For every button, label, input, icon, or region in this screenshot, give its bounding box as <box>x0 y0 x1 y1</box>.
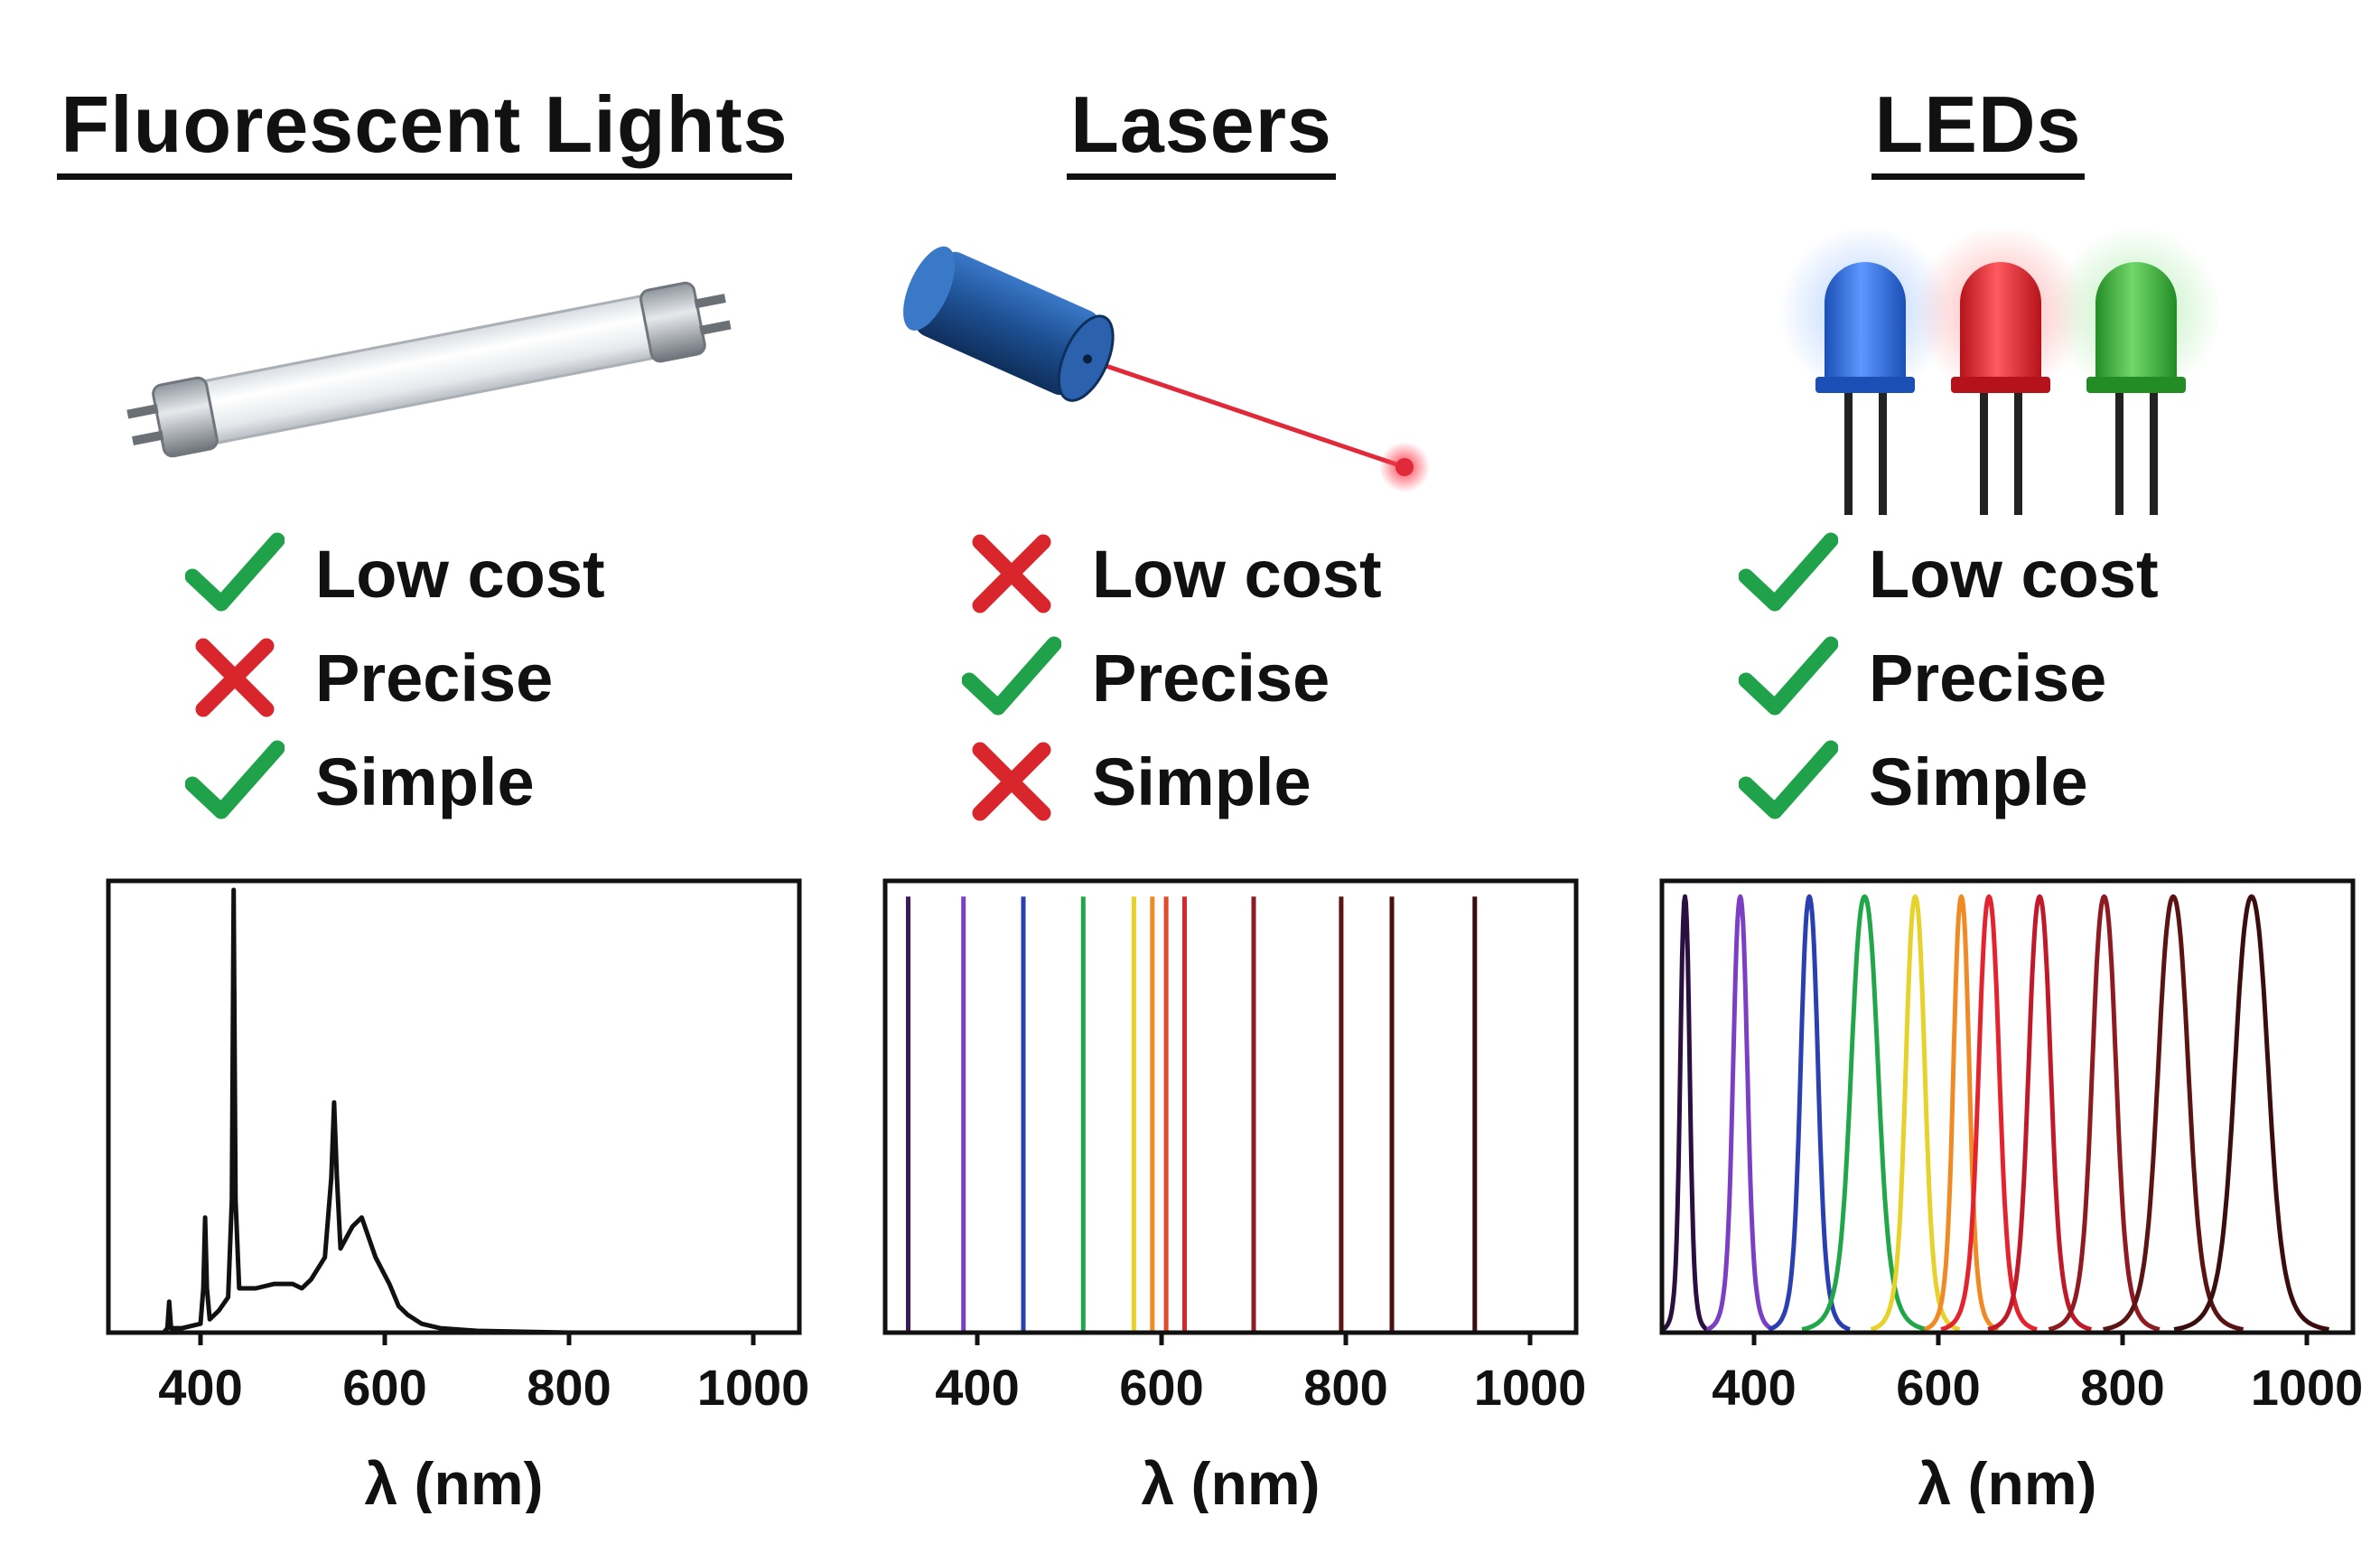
led-peak <box>1800 894 1929 1332</box>
feature-label: Precise <box>315 640 554 716</box>
x-tick-label: 1000 <box>697 1359 810 1416</box>
feature-row-simple: Simple <box>1739 732 2088 831</box>
plot-frame <box>882 878 1579 1335</box>
led-bulbs-illustration <box>1644 221 2312 519</box>
x-tick-label: 1000 <box>1474 1359 1587 1416</box>
feature-label: Simple <box>315 744 535 819</box>
x-tick-label: 800 <box>1303 1359 1387 1416</box>
led-spectrum-chart: 400 600 800 1000 λ (nm) <box>1590 863 2366 1513</box>
feature-row-low-cost: Low cost <box>962 524 1382 623</box>
x-tick-label: 400 <box>158 1359 242 1416</box>
blue-led <box>1779 226 1951 515</box>
led-peak <box>1767 894 1852 1332</box>
column-leds: LEDs <box>1590 0 2366 1563</box>
laser-spectrum-chart: 400 600 800 1000 λ (nm) <box>813 863 1590 1513</box>
cross-icon <box>962 732 1061 831</box>
laser-pointer-illustration <box>867 221 1535 519</box>
feature-row-low-cost: Low cost <box>185 524 605 623</box>
feature-row-simple: Simple <box>962 732 1311 831</box>
x-tick-label: 1000 <box>2251 1359 2364 1416</box>
led-peak <box>1661 894 1709 1332</box>
column-lasers: Lasers <box>813 0 1590 1563</box>
feature-label: Low cost <box>1092 536 1382 612</box>
feature-row-precise: Precise <box>185 628 553 727</box>
check-icon <box>185 524 285 623</box>
x-tick-label: 800 <box>527 1359 611 1416</box>
column-title: Lasers <box>813 80 1590 180</box>
check-icon <box>1739 732 1838 831</box>
feature-row-simple: Simple <box>185 732 535 831</box>
x-axis-label: λ (nm) <box>365 1450 544 1513</box>
led-peak <box>2047 894 2161 1332</box>
led-peak <box>1986 894 2093 1332</box>
feature-row-precise: Precise <box>1739 628 2106 727</box>
feature-label: Simple <box>1092 744 1311 819</box>
feature-label: Low cost <box>1869 536 2159 612</box>
laser-pointer-icon <box>903 246 1430 492</box>
x-tick-label: 600 <box>1896 1359 1980 1416</box>
check-icon <box>962 628 1061 727</box>
feature-label: Low cost <box>315 536 605 612</box>
green-led <box>2050 226 2222 515</box>
spectrum-svg: 400 600 800 1000 λ (nm) <box>106 878 810 1513</box>
spectrum-svg: 400 600 800 1000 λ (nm) <box>882 878 1587 1513</box>
led-peak <box>1705 894 1775 1332</box>
plot-frame <box>106 878 802 1335</box>
cross-icon <box>962 524 1061 623</box>
led-peak <box>2102 894 2245 1332</box>
led-peak <box>2172 894 2330 1332</box>
plot-frame <box>1659 878 2356 1335</box>
x-tick-label: 600 <box>1119 1359 1203 1416</box>
x-axis-label: λ (nm) <box>1142 1450 1321 1513</box>
check-icon <box>1739 628 1838 727</box>
check-icon <box>185 732 285 831</box>
x-tick-label: 400 <box>935 1359 1019 1416</box>
feature-label: Precise <box>1869 640 2107 716</box>
led-peak <box>1939 894 2039 1332</box>
column-title: LEDs <box>1590 80 2366 180</box>
check-icon <box>1739 524 1838 623</box>
cross-icon <box>185 628 285 727</box>
x-axis-label: λ (nm) <box>1918 1450 2097 1513</box>
spectrum-line <box>108 887 799 1335</box>
fluorescent-spectrum-chart: 400 600 800 1000 λ (nm) <box>36 863 813 1513</box>
feature-row-precise: Precise <box>962 628 1330 727</box>
column-fluorescent-lights: Fluorescent Lights <box>36 0 813 1563</box>
led-bulbs-icon <box>1779 226 2222 515</box>
x-tick-label: 600 <box>342 1359 426 1416</box>
column-title: Fluorescent Lights <box>36 80 813 180</box>
x-tick-label: 800 <box>2080 1359 2164 1416</box>
led-peak <box>1870 894 1961 1332</box>
x-tick-label: 400 <box>1712 1359 1796 1416</box>
led-peak <box>1923 894 2000 1332</box>
red-led <box>1915 226 2086 515</box>
feature-row-low-cost: Low cost <box>1739 524 2159 623</box>
fluorescent-tube-illustration <box>90 221 759 519</box>
spectrum-svg: 400 600 800 1000 λ (nm) <box>1659 878 2364 1513</box>
feature-label: Precise <box>1092 640 1330 716</box>
fluorescent-tube-icon <box>126 281 732 458</box>
feature-label: Simple <box>1869 744 2088 819</box>
